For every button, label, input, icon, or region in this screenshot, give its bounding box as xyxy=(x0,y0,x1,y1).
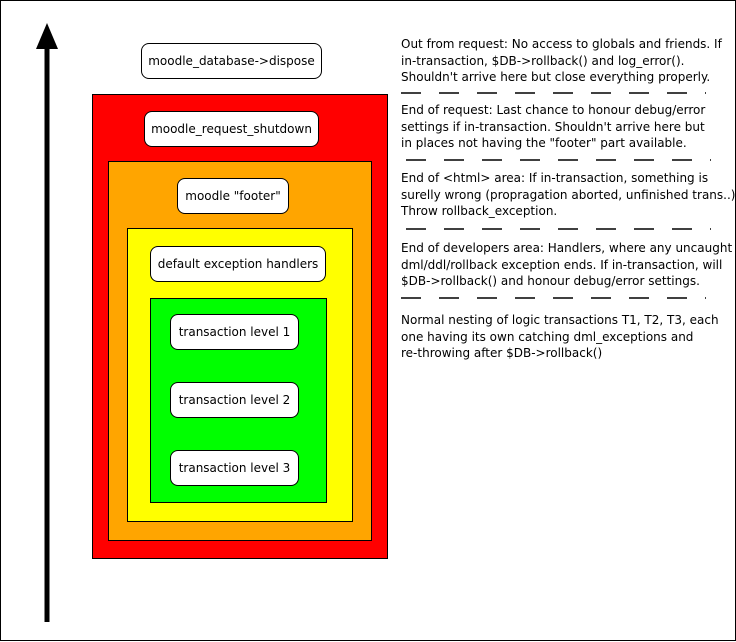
upward-flow-arrow-head xyxy=(36,23,58,49)
dashed-separator xyxy=(401,297,706,299)
note-line: surelly wrong (propragation aborted, unf… xyxy=(401,187,736,202)
shutdown-box: moodle_request_shutdown xyxy=(144,111,319,147)
transaction-2-box: transaction level 2 xyxy=(170,382,299,418)
note-line: one having its own catching dml_exceptio… xyxy=(401,329,694,344)
note-transaction-nesting: Normal nesting of logic transactions T1,… xyxy=(401,312,731,362)
dashed-separator xyxy=(406,228,711,230)
note-line: Out from request: No access to globals a… xyxy=(401,37,722,51)
transaction-3-box: transaction level 3 xyxy=(170,450,299,486)
note-line: dml/ddl/rollback exception ends. If in-t… xyxy=(401,257,723,272)
note-line: End of developers area: Handlers, where … xyxy=(401,241,733,255)
note-line: settings if in-transaction. Shouldn't ar… xyxy=(401,119,705,134)
note-line: End of <html> area: If in-transaction, s… xyxy=(401,171,709,185)
note-line: Throw rollback_exception. xyxy=(401,204,558,218)
note-end-of-html: End of <html> area: If in-transaction, s… xyxy=(401,170,736,220)
handlers-box: default exception handlers xyxy=(150,246,326,282)
note-line: in-transaction, $DB->rollback() and log_… xyxy=(401,53,685,68)
note-end-of-developers-area: End of developers area: Handlers, where … xyxy=(401,240,733,290)
note-line: Shouldn't arrive here but close everythi… xyxy=(401,70,711,84)
note-line: $DB->rollback() and honour debug/error s… xyxy=(401,274,700,288)
note-line: in places not having the "footer" part a… xyxy=(401,136,687,150)
dashed-separator xyxy=(406,159,711,161)
dispose-box: moodle_database->dispose xyxy=(141,43,322,79)
footer-box: moodle "footer" xyxy=(177,178,289,214)
transaction-1-box: transaction level 1 xyxy=(170,314,299,350)
note-line: re-throwing after $DB->rollback() xyxy=(401,346,603,360)
dashed-separator xyxy=(401,92,706,94)
note-line: End of request: Last chance to honour de… xyxy=(401,103,706,117)
note-line: Normal nesting of logic transactions T1,… xyxy=(401,313,719,327)
note-end-of-request: End of request: Last chance to honour de… xyxy=(401,102,731,152)
note-out-from-request: Out from request: No access to globals a… xyxy=(401,36,731,86)
